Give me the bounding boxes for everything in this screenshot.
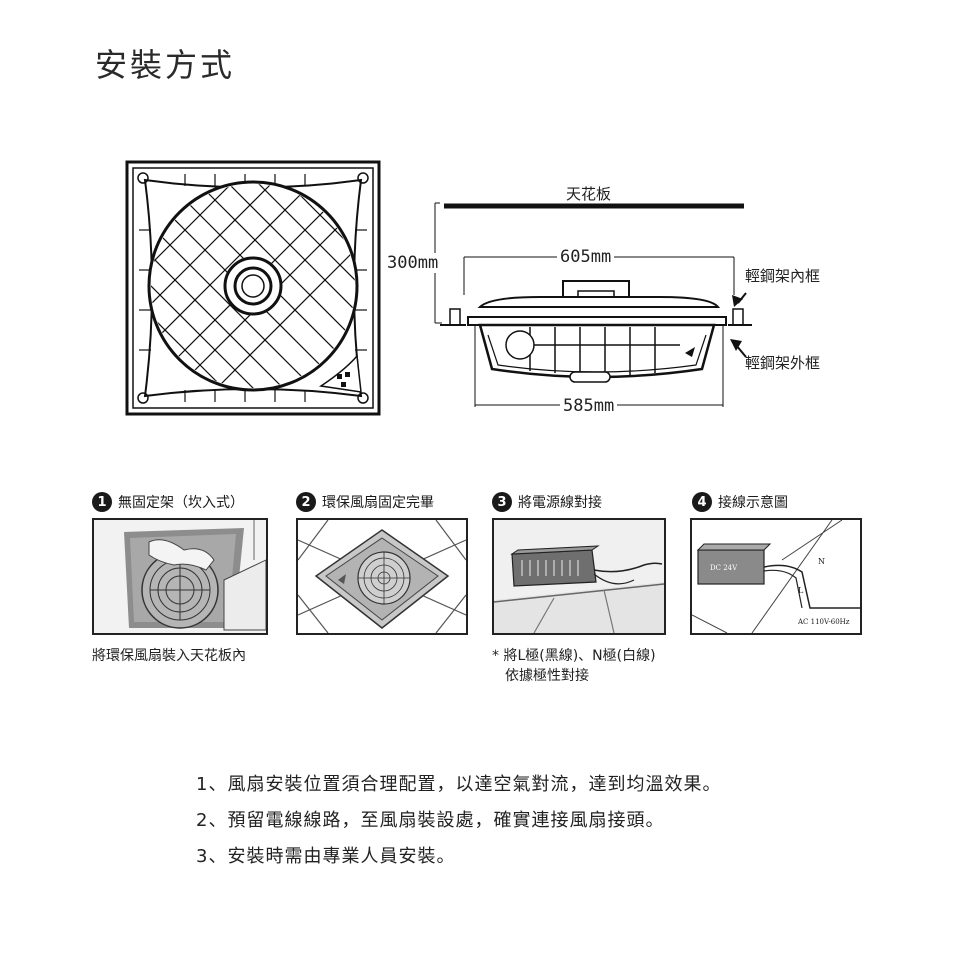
inner-frame-label: 輕鋼架內框	[745, 267, 821, 285]
step-3-caption-line2: 依據極性對接	[505, 668, 589, 684]
n-label: N	[818, 557, 825, 566]
step-1-title: 無固定架（坎入式）	[118, 495, 244, 511]
step-3-number: 3	[492, 492, 512, 512]
dim-height: 300mm	[384, 253, 442, 273]
dim-bottom: 585mm	[560, 396, 618, 416]
step-2-number: 2	[296, 492, 316, 512]
step-2-header: 2 環保風扇固定完畢	[296, 492, 434, 512]
step-3-caption-line1: * 將L極(黑線)、N極(白線)	[492, 648, 656, 664]
step-3-image	[492, 518, 666, 635]
ceiling-label: 天花板	[566, 185, 612, 203]
step-4-image: DC 24V N L AC 110V-60Hz	[690, 518, 862, 635]
dc-label: DC 24V	[710, 564, 738, 572]
step-4-title: 接線示意圖	[718, 495, 788, 511]
step-2-title: 環保風扇固定完畢	[322, 495, 434, 511]
step-1-header: 1 無固定架（坎入式）	[92, 492, 244, 512]
rule-1: 1、風扇安裝位置須合理配置，以達空氣對流，達到均溫效果。	[196, 774, 722, 795]
step-4-number: 4	[692, 492, 712, 512]
page-title: 安裝方式	[95, 46, 236, 84]
fan-side-view	[434, 202, 752, 407]
step-1-number: 1	[92, 492, 112, 512]
ac-label: AC 110V-60Hz	[798, 618, 850, 626]
step-1-caption: 將環保風扇裝入天花板內	[92, 648, 246, 664]
fan-top-view	[125, 160, 381, 416]
step-3-header: 3 將電源線對接	[492, 492, 602, 512]
outer-frame-label: 輕鋼架外框	[745, 354, 821, 372]
l-label: L	[798, 586, 804, 595]
dim-top: 605mm	[557, 247, 615, 267]
rule-2: 2、預留電線線路，至風扇裝設處，確實連接風扇接頭。	[196, 810, 665, 831]
rule-3: 3、安裝時需由專業人員安裝。	[196, 846, 456, 867]
step-2-image	[296, 518, 468, 635]
step-3-title: 將電源線對接	[518, 495, 602, 511]
step-4-header: 4 接線示意圖	[692, 492, 788, 512]
step-1-image	[92, 518, 268, 635]
